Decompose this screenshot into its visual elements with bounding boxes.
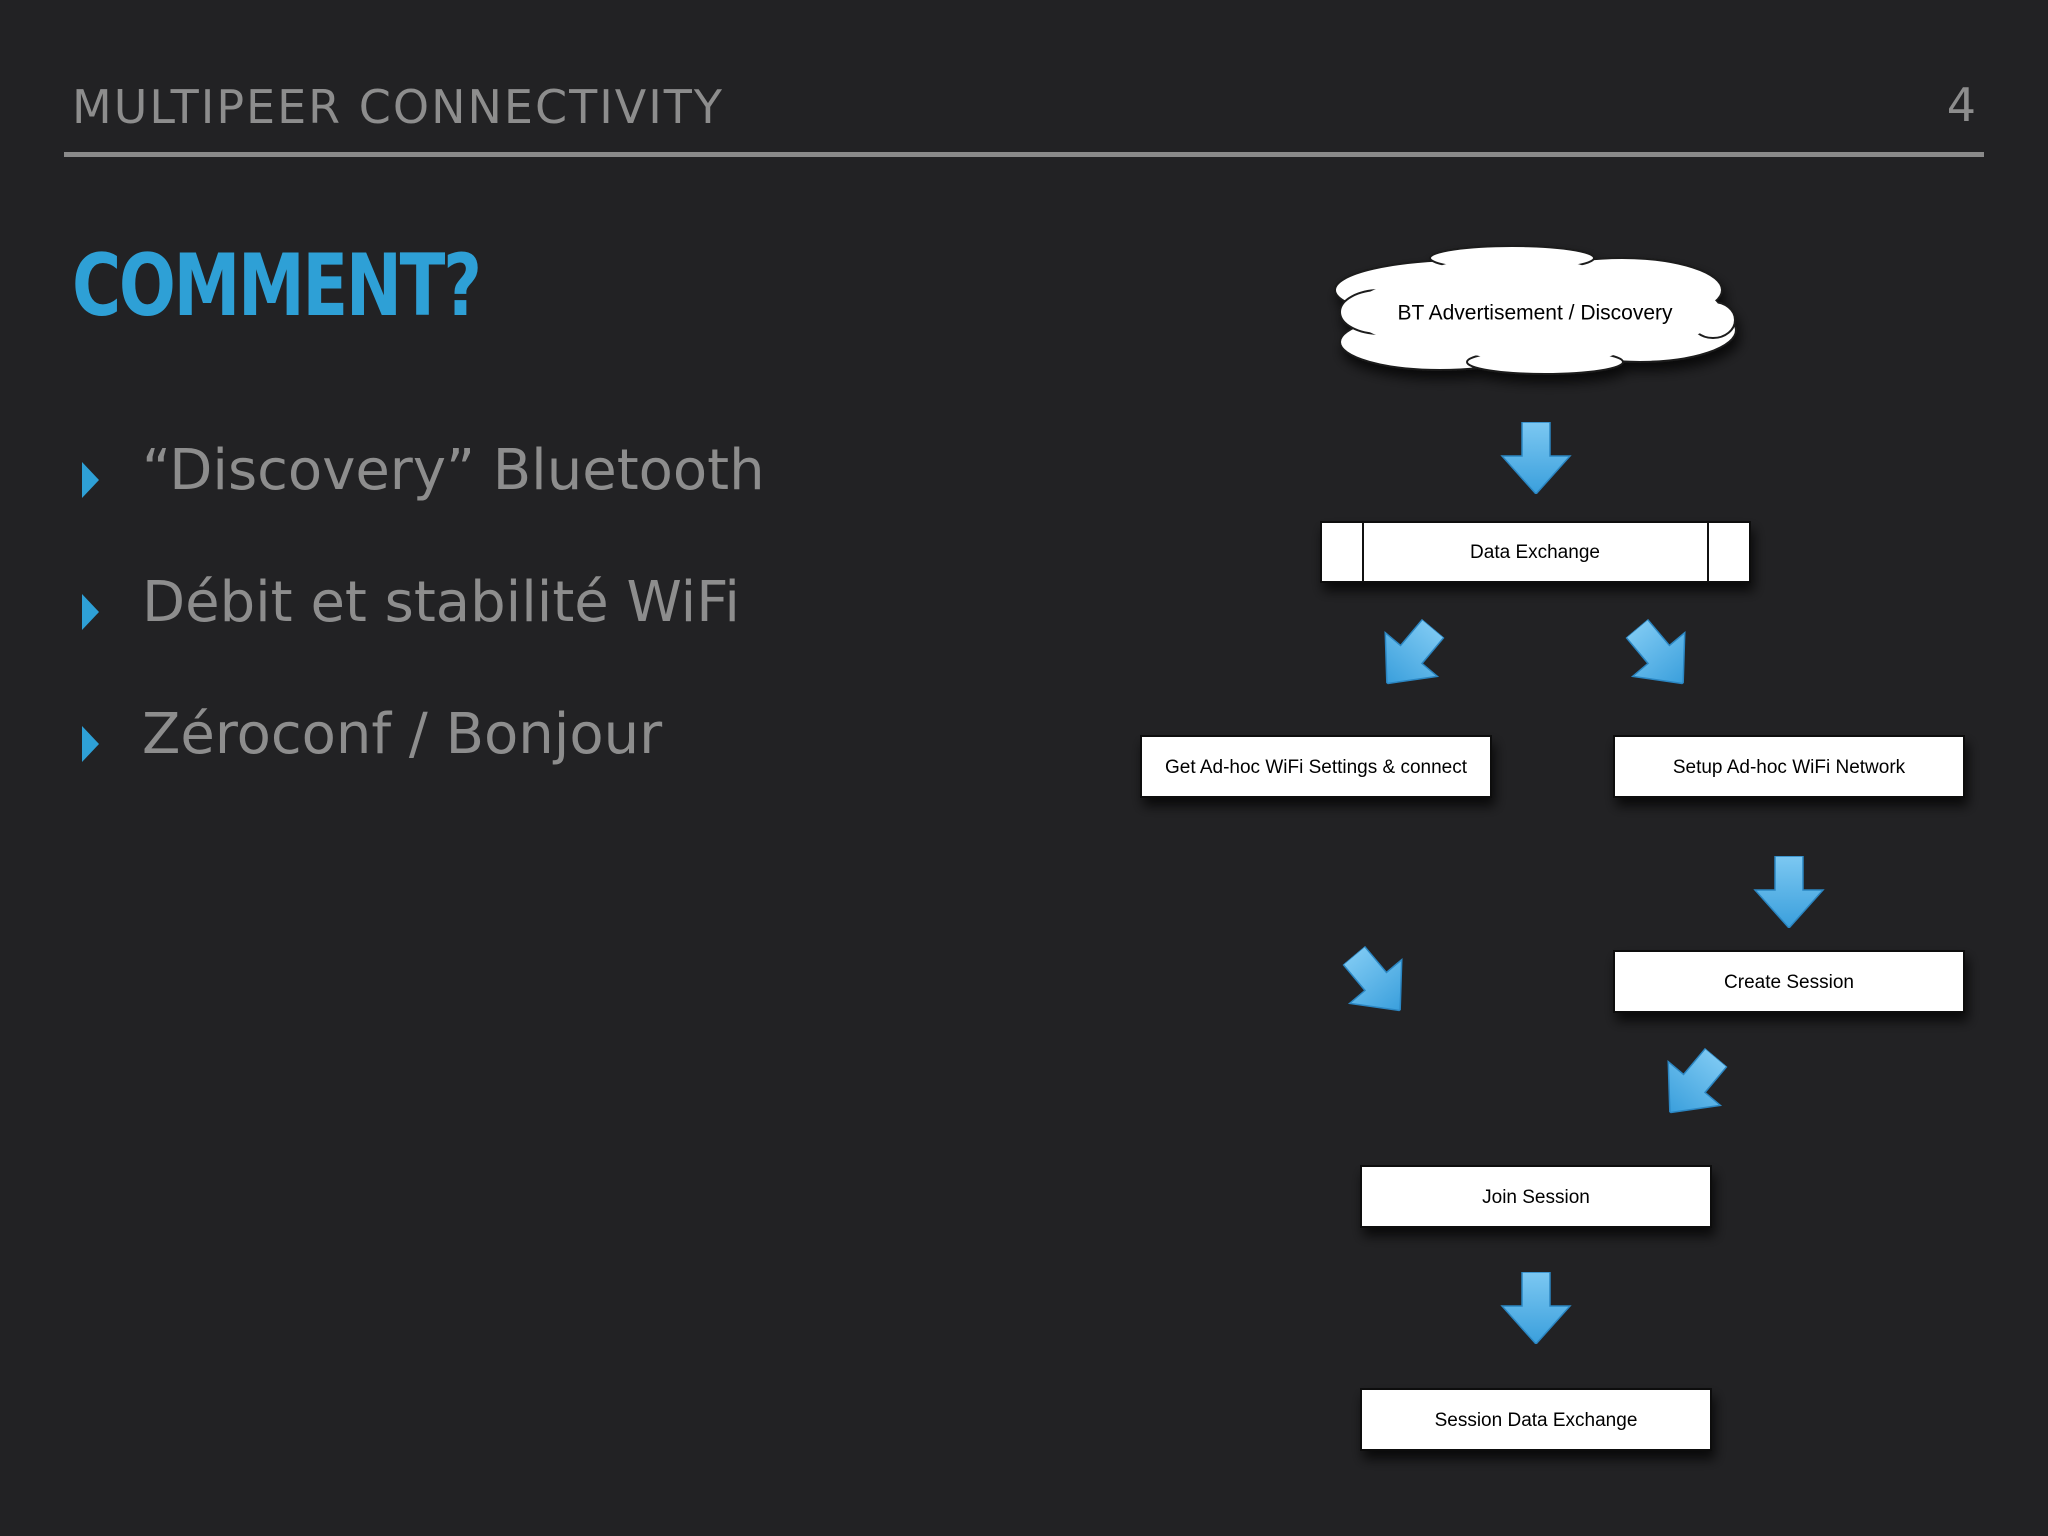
- arrow-down-icon: [1501, 1272, 1571, 1344]
- triangle-bullet-icon: [82, 462, 99, 498]
- arrow-down-icon: [1501, 422, 1571, 494]
- bullet-text: Zéroconf / Bonjour: [142, 702, 663, 767]
- data-exchange-label: Data Exchange: [1470, 542, 1600, 563]
- arrow-down-icon: [1754, 856, 1824, 928]
- setup-adhoc-box: [1613, 735, 1965, 798]
- bullet-text: Débit et stabilité WiFi: [142, 570, 740, 635]
- triangle-bullet-icon: [82, 726, 99, 762]
- slide-heading: COMMENT?: [72, 236, 482, 336]
- arrow-down-left-icon: [1643, 1034, 1743, 1136]
- arrow-down-right-icon: [1327, 932, 1427, 1034]
- create-session-box: [1613, 950, 1965, 1013]
- arrow-down-right-icon: [1610, 605, 1710, 707]
- bullet-text: “Discovery” Bluetooth: [142, 438, 765, 503]
- get-adhoc-label: Get Ad-hoc WiFi Settings & connect: [1165, 757, 1468, 778]
- get-adhoc-box: [1140, 735, 1492, 798]
- discovery-cloud-label: BT Advertisement / Discovery: [1397, 302, 1673, 325]
- setup-adhoc-label: Setup Ad-hoc WiFi Network: [1673, 757, 1906, 778]
- session-data-exchange-label: Session Data Exchange: [1435, 1410, 1638, 1431]
- join-session-box: [1360, 1165, 1712, 1228]
- discovery-cloud: [1334, 245, 1737, 375]
- header-divider: [64, 152, 1984, 157]
- session-data-exchange-box: [1360, 1388, 1712, 1451]
- header-title: MULTIPEER CONNECTIVITY: [72, 80, 724, 134]
- create-session-label: Create Session: [1724, 972, 1854, 993]
- arrow-down-left-icon: [1360, 605, 1460, 707]
- data-exchange-box: [1320, 521, 1751, 583]
- join-session-label: Join Session: [1482, 1187, 1590, 1208]
- page-number: 4: [1946, 78, 1976, 132]
- triangle-bullet-icon: [82, 594, 99, 630]
